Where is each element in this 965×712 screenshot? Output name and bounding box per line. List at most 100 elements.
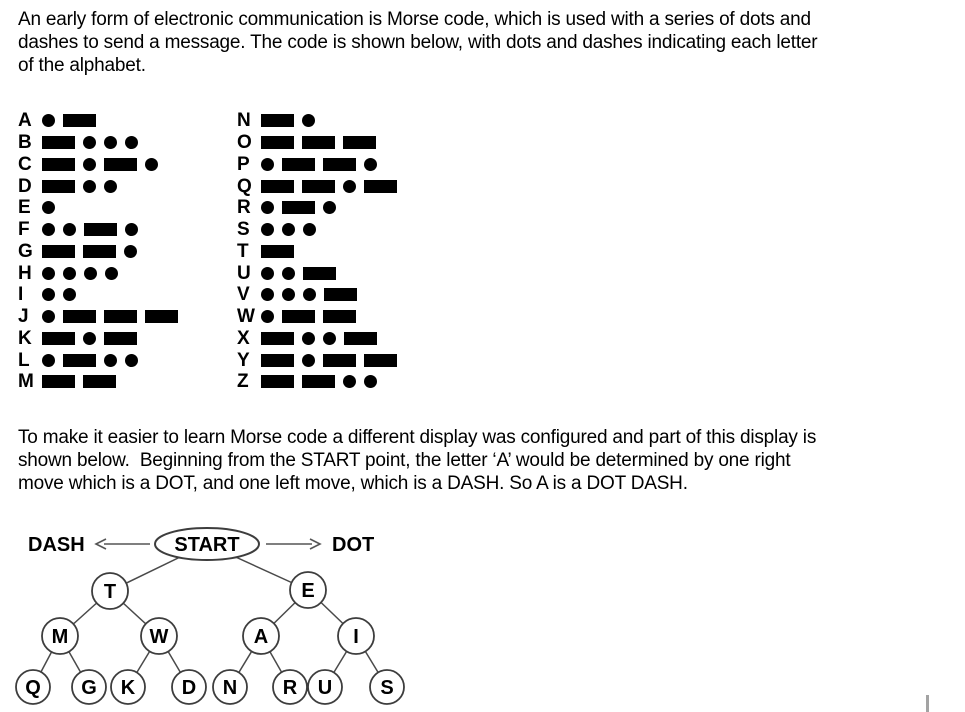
morse-letter: N bbox=[237, 110, 251, 132]
dash-symbol bbox=[42, 331, 75, 345]
dot-symbol bbox=[42, 266, 55, 280]
tree-node-N bbox=[212, 669, 248, 705]
dot-symbol bbox=[261, 157, 274, 171]
morse-row-D: D bbox=[18, 175, 178, 197]
morse-row-O: O bbox=[237, 132, 397, 154]
dot-symbol bbox=[282, 266, 295, 280]
dot-symbol bbox=[343, 375, 356, 389]
dash-symbol bbox=[84, 223, 117, 237]
morse-letter: H bbox=[18, 262, 32, 284]
dash-symbol bbox=[63, 310, 96, 324]
morse-row-G: G bbox=[18, 241, 178, 263]
dash-symbol bbox=[145, 310, 178, 324]
dot-symbol bbox=[104, 353, 117, 367]
morse-letter: B bbox=[18, 132, 32, 154]
tree-node-I bbox=[337, 617, 375, 655]
morse-row-I: I bbox=[18, 284, 178, 306]
dash-symbol bbox=[302, 375, 335, 389]
morse-symbols bbox=[261, 136, 376, 150]
dot-symbol bbox=[83, 179, 96, 193]
morse-symbols bbox=[261, 331, 377, 345]
dot-symbol bbox=[125, 353, 138, 367]
morse-row-L: L bbox=[18, 349, 178, 371]
morse-symbols bbox=[261, 288, 357, 302]
tree-node-label-R: R bbox=[283, 677, 298, 699]
dot-symbol bbox=[261, 310, 274, 324]
morse-symbols bbox=[261, 375, 377, 389]
dot-symbol bbox=[303, 288, 316, 302]
dash-symbol bbox=[63, 114, 96, 128]
dash-symbol bbox=[364, 179, 397, 193]
tree-node-label-N: N bbox=[223, 677, 237, 699]
tree-node-W bbox=[140, 617, 178, 655]
dash-symbol bbox=[261, 114, 294, 128]
dash-symbol bbox=[104, 310, 137, 324]
display-line-1: To make it easier to learn Morse code a … bbox=[18, 427, 817, 448]
dot-label: DOT bbox=[332, 534, 374, 556]
dot-symbol bbox=[83, 136, 96, 150]
tree-node-label-T: T bbox=[104, 581, 116, 603]
dash-arrow-head-icon bbox=[94, 538, 107, 550]
dash-symbol bbox=[42, 179, 75, 193]
dot-symbol bbox=[104, 179, 117, 193]
tree-node-label-A: A bbox=[254, 626, 268, 648]
morse-letter: Q bbox=[237, 175, 252, 197]
morse-letter: W bbox=[237, 306, 255, 328]
dot-symbol bbox=[124, 244, 137, 258]
dot-symbol bbox=[63, 223, 76, 237]
tree-node-A bbox=[242, 617, 280, 655]
dot-symbol bbox=[42, 201, 55, 215]
morse-row-W: W bbox=[237, 306, 397, 328]
dot-symbol bbox=[343, 179, 356, 193]
tree-node-G bbox=[71, 669, 107, 705]
morse-row-T: T bbox=[237, 241, 397, 263]
tree-node-M bbox=[41, 617, 79, 655]
start-label: START bbox=[174, 534, 239, 556]
morse-row-U: U bbox=[237, 262, 397, 284]
dash-symbol bbox=[261, 179, 294, 193]
morse-symbols bbox=[42, 244, 137, 258]
morse-symbols bbox=[42, 157, 158, 171]
morse-row-Q: Q bbox=[237, 175, 397, 197]
morse-row-K: K bbox=[18, 328, 178, 350]
dot-symbol bbox=[323, 331, 336, 345]
tree-node-label-W: W bbox=[150, 626, 169, 648]
morse-row-S: S bbox=[237, 219, 397, 241]
morse-row-F: F bbox=[18, 219, 178, 241]
dot-symbol bbox=[125, 136, 138, 150]
morse-letter: V bbox=[237, 284, 250, 306]
display-paragraph: To make it easier to learn Morse code a … bbox=[18, 426, 816, 495]
tree-node-U bbox=[307, 669, 343, 705]
morse-symbols bbox=[261, 179, 397, 193]
dash-symbol bbox=[261, 244, 294, 258]
morse-symbols bbox=[42, 353, 138, 367]
morse-symbols bbox=[261, 223, 316, 237]
tree-node-Q bbox=[15, 669, 51, 705]
tree-node-R bbox=[272, 669, 308, 705]
morse-letter: G bbox=[18, 240, 33, 262]
dash-symbol bbox=[343, 136, 376, 150]
dot-symbol bbox=[261, 266, 274, 280]
dot-symbol bbox=[63, 288, 76, 302]
dash-symbol bbox=[83, 375, 116, 389]
morse-row-E: E bbox=[18, 197, 178, 219]
morse-symbols bbox=[261, 114, 315, 128]
dash-symbol bbox=[42, 375, 75, 389]
dash-symbol bbox=[63, 353, 96, 367]
dash-symbol bbox=[104, 157, 137, 171]
dash-symbol bbox=[104, 331, 137, 345]
dash-symbol bbox=[282, 201, 315, 215]
morse-row-H: H bbox=[18, 262, 178, 284]
dot-symbol bbox=[364, 157, 377, 171]
morse-row-Z: Z bbox=[237, 371, 397, 393]
tree-node-label-K: K bbox=[121, 677, 136, 699]
morse-letter: Z bbox=[237, 371, 249, 393]
dash-symbol bbox=[364, 353, 397, 367]
dot-symbol bbox=[84, 266, 97, 280]
dash-symbol bbox=[302, 136, 335, 150]
tree-node-T bbox=[91, 572, 129, 610]
dash-symbol bbox=[323, 157, 356, 171]
dot-symbol bbox=[42, 288, 55, 302]
dash-symbol bbox=[83, 244, 116, 258]
